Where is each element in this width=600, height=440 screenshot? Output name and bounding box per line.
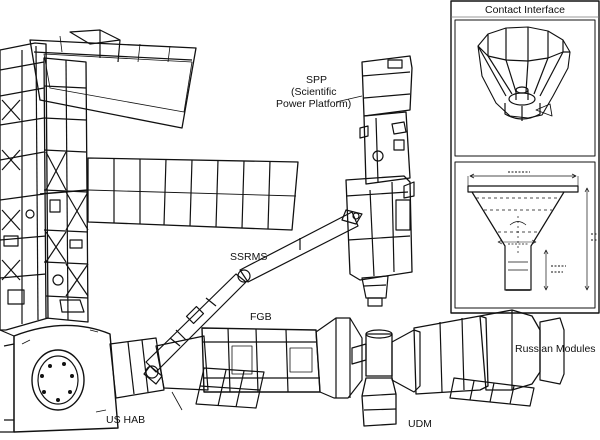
us-hab-module xyxy=(0,324,119,433)
label-spp-line3: Power Platform) xyxy=(276,98,352,110)
horizontal-solar-array xyxy=(39,157,299,231)
label-spp: SPP xyxy=(306,74,328,86)
label-russian-modules: Russian Modules xyxy=(515,343,596,355)
ssrms-arm xyxy=(143,209,363,385)
spp-module xyxy=(345,55,415,307)
contact-interface-title: Contact Interface xyxy=(485,4,565,16)
contact-cone-section xyxy=(467,171,598,291)
russian-modules xyxy=(391,309,565,407)
udm-module xyxy=(351,329,397,427)
label-us-hab: US HAB xyxy=(106,414,146,426)
label-fgb: FGB xyxy=(250,311,272,323)
contact-interface-inset xyxy=(450,0,600,314)
label-ssrms: SSRMS xyxy=(230,251,268,263)
upper-solar-array xyxy=(29,29,197,129)
pma-node xyxy=(109,335,209,399)
contact-cone-3d xyxy=(477,26,571,121)
left-truss-structure xyxy=(0,42,89,331)
fgb-module xyxy=(195,317,363,409)
label-spp-line2: (Scientific xyxy=(291,86,337,98)
label-udm: UDM xyxy=(408,418,432,430)
